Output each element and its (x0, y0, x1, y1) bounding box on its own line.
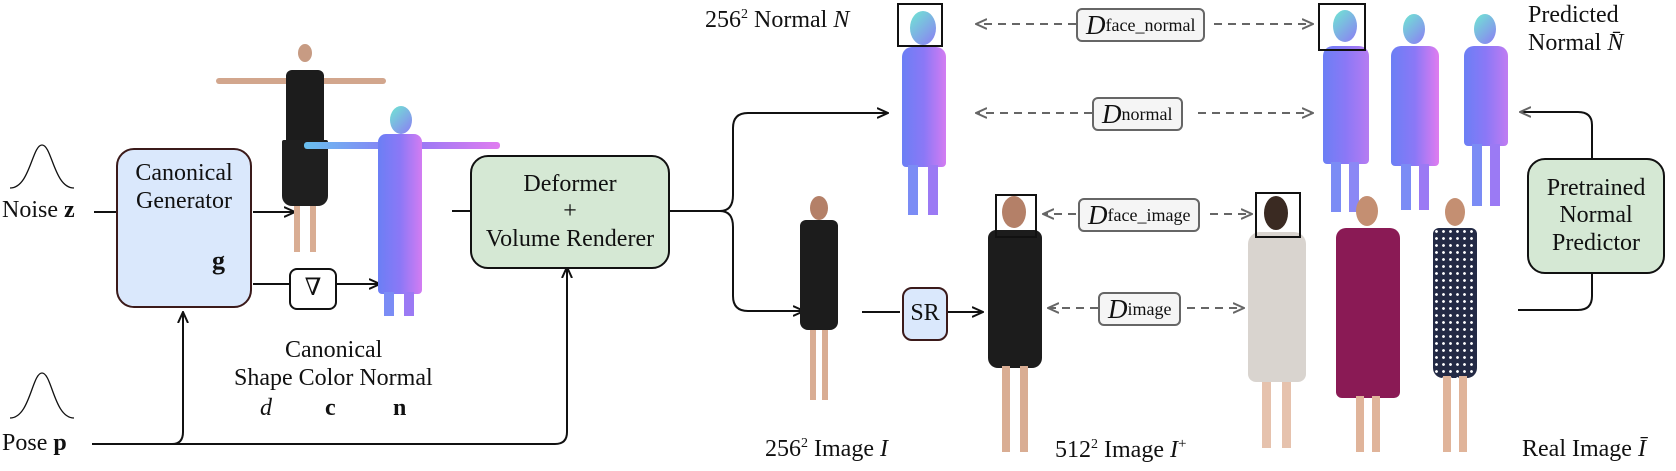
real-image-figure-1 (1244, 196, 1310, 454)
image-I-plus-label: 5122 Image I+ (1055, 436, 1187, 463)
canonical-outputs-columns: Shape Color Normal (234, 365, 433, 391)
normal-N-label: 2562 Normal N (705, 7, 850, 33)
predicted-normal-figure-2 (1385, 10, 1445, 210)
canonical-generator-box: Canonical Generator (116, 148, 252, 308)
pose-input-label: Pose p (2, 430, 67, 456)
generator-label-line2: Generator (136, 187, 232, 214)
predicted-normal-figure-1 (1315, 6, 1375, 216)
pretrained-normal-predictor-box: Pretrained Normal Predictor (1527, 158, 1665, 274)
superres-image-figure (980, 196, 1050, 458)
generator-label-line1: Canonical (135, 160, 233, 186)
rendered-image-figure (790, 196, 850, 406)
real-image-figure-3 (1425, 198, 1485, 460)
face-crop-box-predicted (1318, 3, 1366, 51)
predicted-normal-figure-3 (1456, 10, 1516, 210)
gradient-operator-box: ∇ (289, 268, 337, 310)
deformer-renderer-box: Deformer + Volume Renderer (470, 155, 670, 269)
symbol-n: n (393, 395, 407, 421)
canonical-normal-figure (300, 106, 500, 318)
real-image-label: Real Image Ī (1522, 436, 1646, 462)
noise-input-label: Noise z (2, 197, 75, 223)
image-I-label: 2562 Image I (765, 436, 888, 462)
face-crop-box-normal (897, 3, 943, 47)
super-resolution-box: SR (902, 287, 948, 341)
symbol-c: c (325, 395, 336, 421)
real-image-figure-2 (1332, 196, 1404, 458)
canonical-outputs-title: Canonical (285, 337, 383, 363)
generator-symbol-g: g (212, 246, 225, 275)
rendered-normal-figure (890, 5, 960, 220)
face-crop-box-real (1255, 192, 1301, 238)
canonical-color-figure (212, 40, 392, 260)
face-crop-box-image (995, 194, 1037, 238)
predicted-normal-label: Predicted Normal N̄ (1528, 2, 1624, 56)
symbol-d: d (260, 395, 272, 421)
